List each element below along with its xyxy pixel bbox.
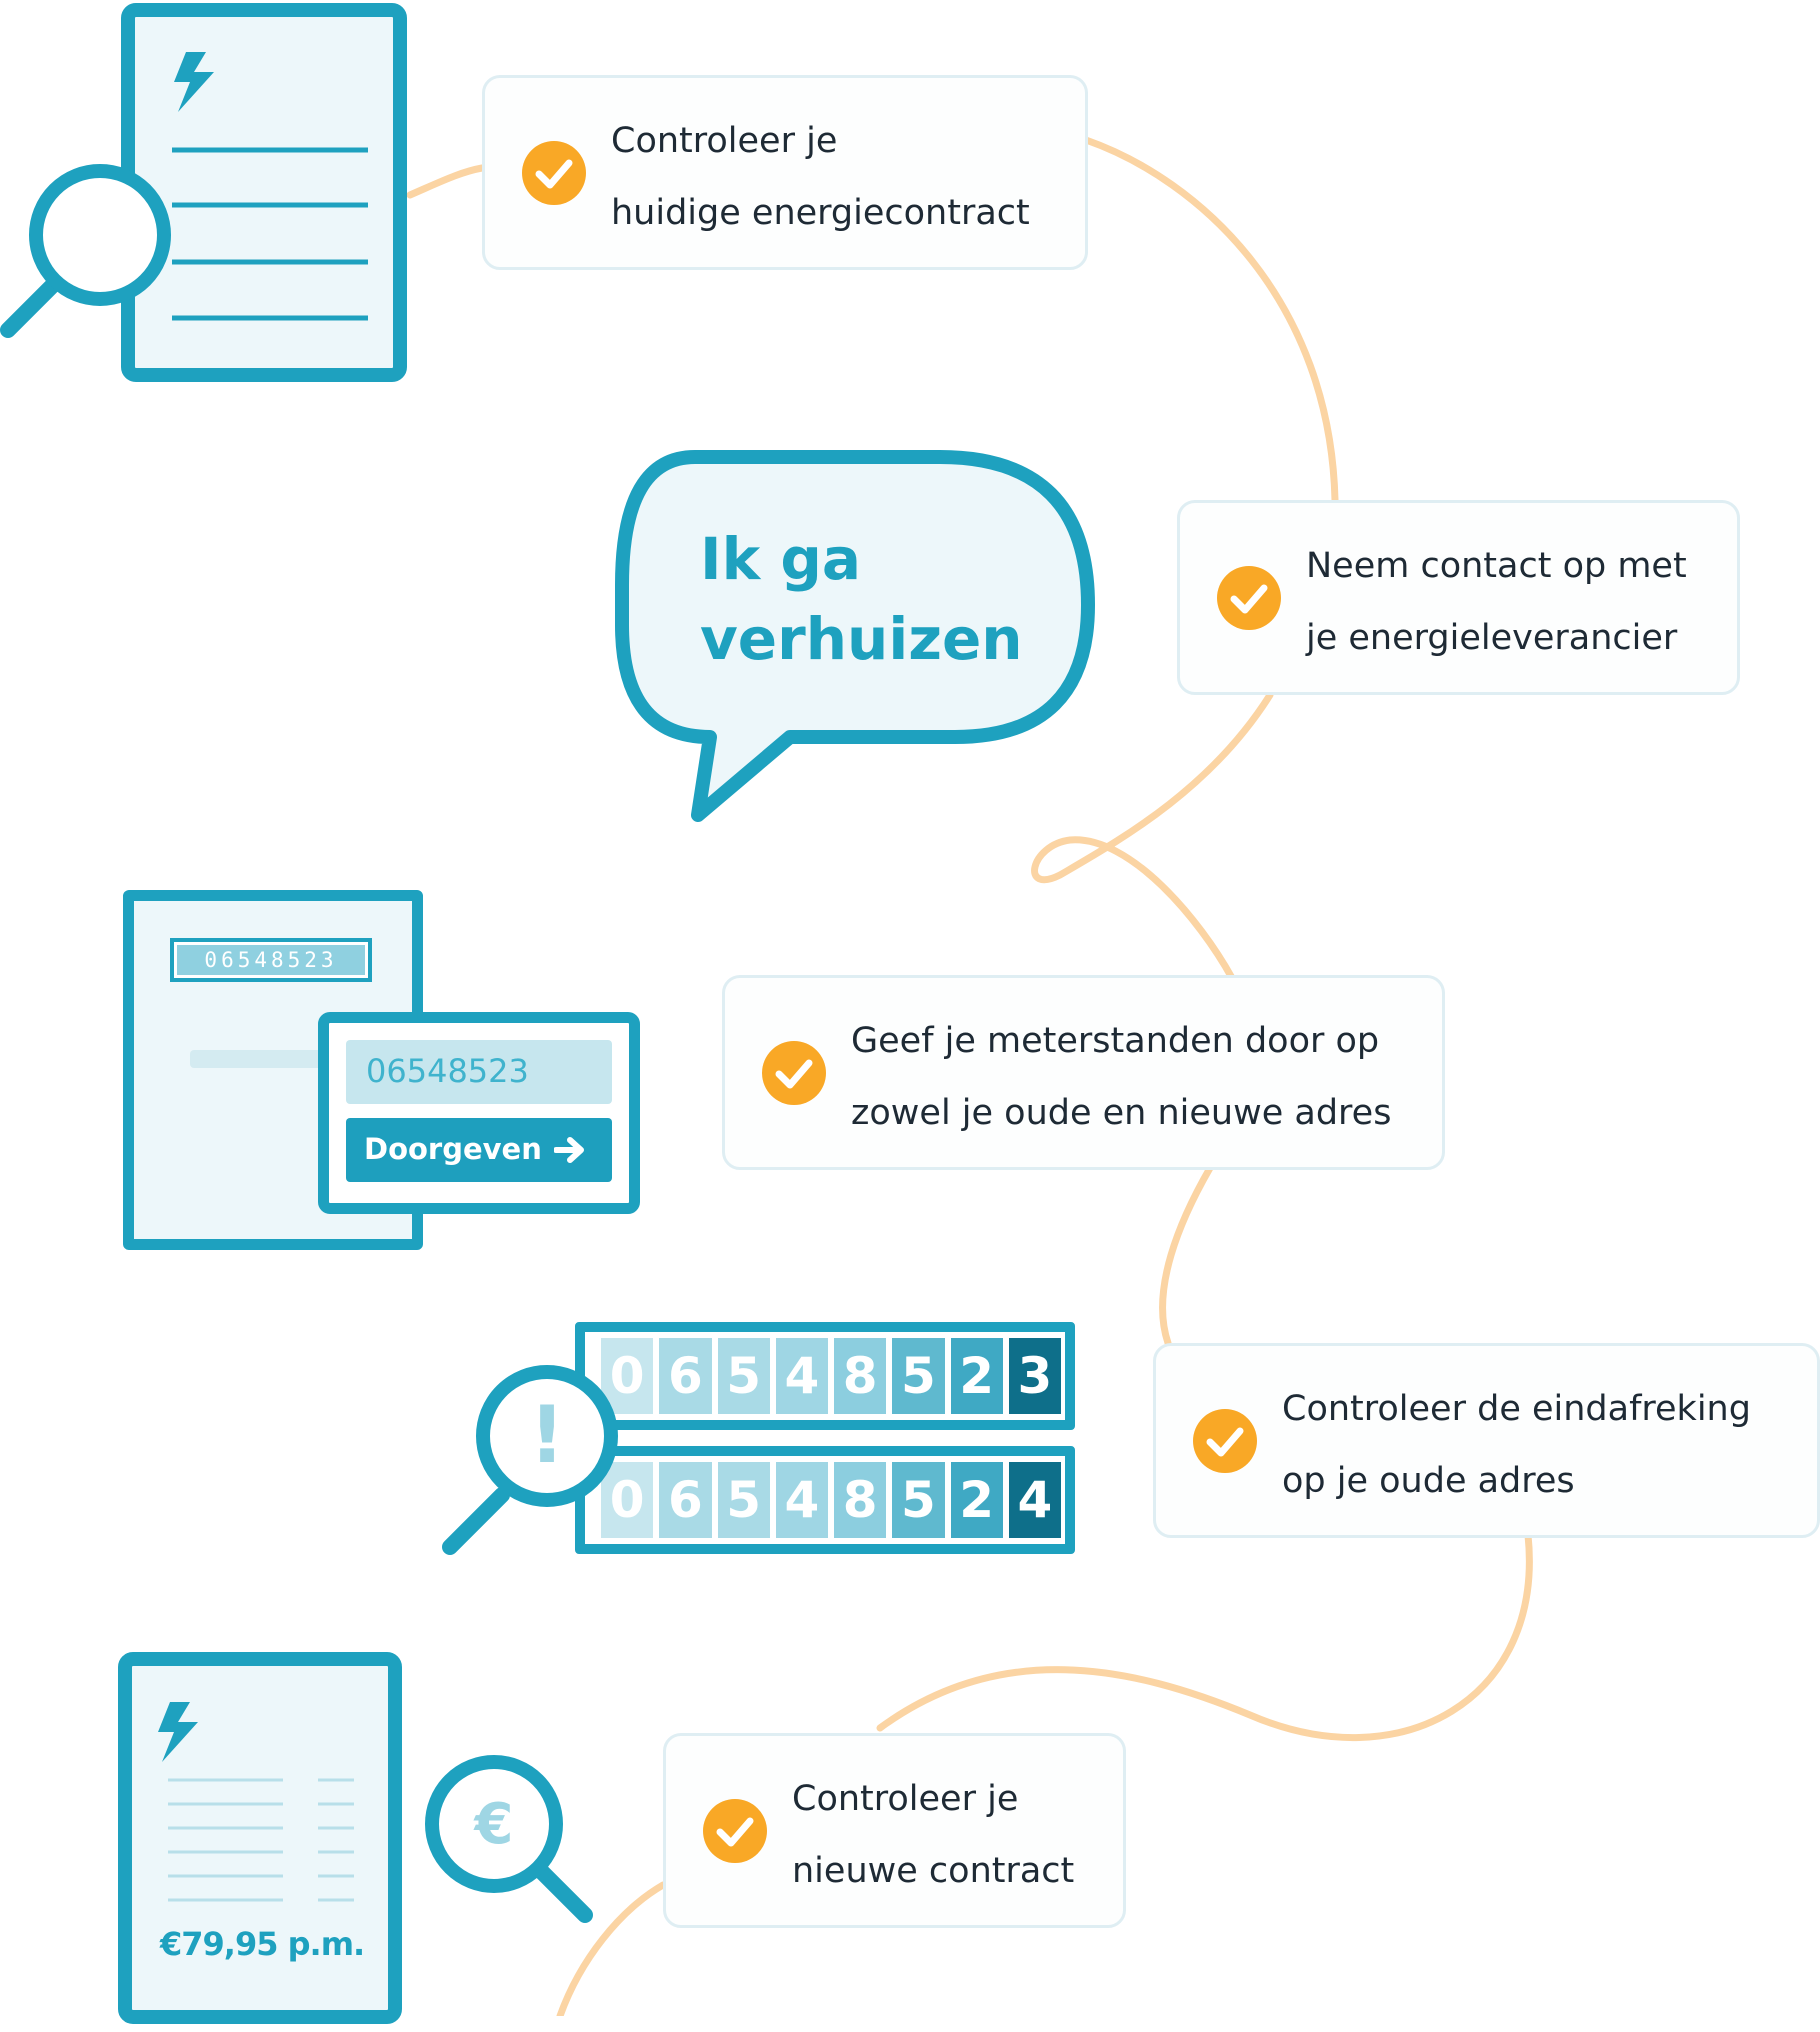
- meter-digit: 8: [834, 1338, 887, 1414]
- check-icon: [703, 1798, 767, 1863]
- step-2-line-1: Neem contact op met: [1306, 546, 1687, 586]
- meter-digit: 2: [950, 1338, 1003, 1414]
- step-card-3: Geef je meterstanden door op zowel je ou…: [722, 975, 1445, 1170]
- alert-magnifier-icon: [442, 1365, 618, 1555]
- contract-price: €79,95 p.m.: [160, 1925, 365, 1963]
- step-card-2: Neem contact op met je energieleverancie…: [1177, 500, 1740, 695]
- small-meter-display: 06548523: [170, 938, 372, 982]
- check-icon: [1193, 1408, 1257, 1473]
- small-meter-digits: 06548523: [177, 945, 365, 975]
- step-5-line-2: nieuwe contract: [792, 1851, 1075, 1891]
- meter-reading-input[interactable]: 06548523: [346, 1040, 612, 1104]
- meter-digit: 2: [950, 1462, 1003, 1538]
- meter-digit: 5: [717, 1338, 770, 1414]
- euro-magnifier-icon: [425, 1755, 593, 1923]
- new-contract-illustration: [118, 1652, 402, 2024]
- step-4-line-2: op je oude adres: [1282, 1461, 1575, 1501]
- meter-digit: 0: [601, 1338, 654, 1414]
- magnifier-icon: [0, 164, 171, 338]
- submit-button[interactable]: Doorgeven: [346, 1118, 612, 1182]
- meter-digit: 6: [659, 1462, 712, 1538]
- step-card-4: Controleer de eindafreking op je oude ad…: [1153, 1343, 1820, 1538]
- step-4-line-1: Controleer de eindafreking: [1282, 1389, 1751, 1429]
- meter-cable: [190, 1050, 330, 1068]
- alert-mark: !: [529, 1391, 565, 1481]
- meter-digit: 5: [717, 1462, 770, 1538]
- meter-digit: 8: [834, 1462, 887, 1538]
- meter-digit: 4: [1008, 1462, 1061, 1538]
- meter-digit: 3: [1008, 1338, 1061, 1414]
- step-1-line-2: huidige energiecontract: [611, 193, 1030, 233]
- step-3-line-2: zowel je oude en nieuwe adres: [851, 1093, 1392, 1133]
- step-card-5: Controleer je nieuwe contract: [663, 1733, 1126, 1928]
- step-5-line-1: Controleer je: [792, 1779, 1019, 1819]
- speech-bubble-icon: [615, 450, 1095, 822]
- submit-button-label: Doorgeven: [364, 1132, 542, 1166]
- meter-digit: 5: [892, 1338, 945, 1414]
- arrow-right-icon: [554, 1137, 584, 1163]
- meter-reading-value: 06548523: [366, 1052, 529, 1090]
- contract-document-illustration: [0, 3, 407, 382]
- check-icon: [522, 140, 586, 205]
- meter-digit: 0: [601, 1462, 654, 1538]
- step-1-line-1: Controleer je: [611, 121, 838, 161]
- check-icon: [1217, 565, 1281, 630]
- check-icon: [762, 1040, 826, 1105]
- meter-digit: 4: [775, 1338, 828, 1414]
- bubble-line-2: verhuizen: [700, 605, 1023, 673]
- bubble-line-1: Ik ga: [700, 525, 862, 593]
- meter-digit: 5: [892, 1462, 945, 1538]
- meter-digit: 4: [775, 1462, 828, 1538]
- step-card-1: Controleer je huidige energiecontract: [482, 75, 1088, 270]
- euro-icon: €: [474, 1792, 514, 1857]
- lightning-icon: [158, 1702, 198, 1762]
- lightning-icon: [174, 52, 214, 112]
- step-3-line-1: Geef je meterstanden door op: [851, 1021, 1380, 1061]
- step-2-line-2: je energieleverancier: [1306, 618, 1678, 658]
- meter-digit: 6: [659, 1338, 712, 1414]
